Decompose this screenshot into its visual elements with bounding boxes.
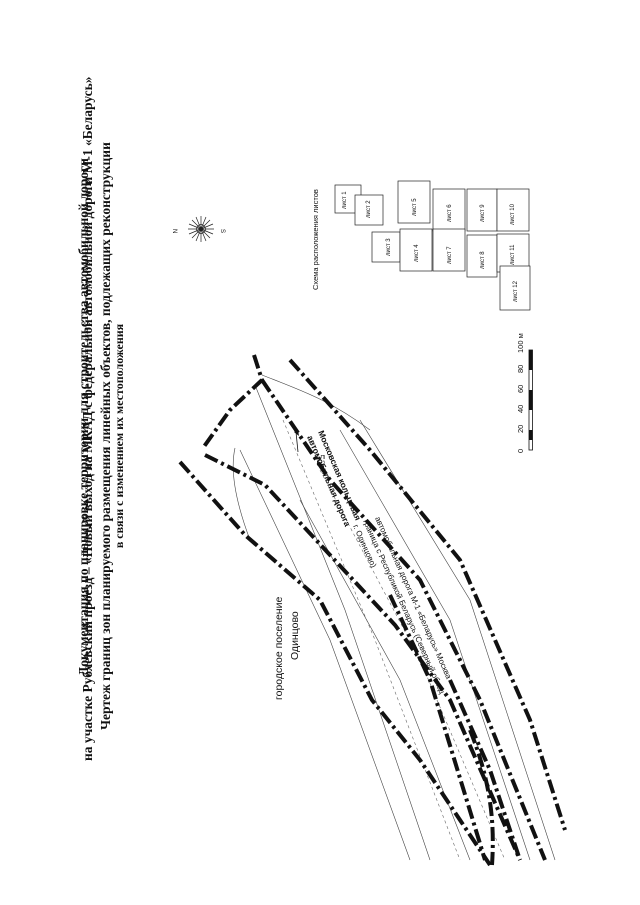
sheet-4-frame [399,228,433,272]
sheet-label: лист 11 [510,244,516,265]
sheet-label: лист 10 [510,203,516,225]
town-label-line-2: Одинцово [289,611,301,660]
scale-tick-label: 20 [516,425,525,433]
road-axis-lines [282,419,506,861]
sheet-label: лист 9 [480,204,486,222]
sheet-label: лист 12 [513,280,519,302]
sheet-label: лист 5 [412,198,418,216]
sheet-label: лист 1 [342,191,348,209]
sheet-label: лист 7 [447,246,453,264]
sheet-label: лист 4 [414,244,420,262]
direction-arrow-icon [295,431,299,453]
scale-tick-label: 40 [516,405,525,413]
sheet-10-frame [496,188,530,232]
sheet-label: лист 8 [480,251,486,269]
arrowhead-icon [294,430,299,436]
compass-rose-icon [188,216,214,242]
compass-south-label: S [219,229,225,233]
scale-tick-label: 100 м [516,333,525,353]
scale-tick-label: 60 [516,385,525,393]
compass-north-label: N [171,229,177,233]
scale-bar: 0 20 40 60 80 100 м [516,333,533,453]
sheet-7-frame [432,228,466,272]
sheet-2-frame [354,194,384,226]
scale-tick-label: 0 [516,449,525,453]
sheet-label: лист 3 [386,238,392,256]
sheet-scheme-title: Схема расположения листов [311,189,320,290]
town-label-line-1: городское поселение [273,597,285,700]
sheet-label: лист 6 [447,204,453,222]
sheet-3-frame [371,231,401,263]
sheet-5-frame [397,180,431,224]
sheet-layout-scheme: Схема расположения листов лист 1 лист 2 … [311,180,531,311]
zone-boundary-lines [178,354,567,867]
sheet-12-frame [499,265,531,311]
sheet-label: лист 2 [366,200,372,218]
scale-tick-label: 80 [516,365,525,373]
